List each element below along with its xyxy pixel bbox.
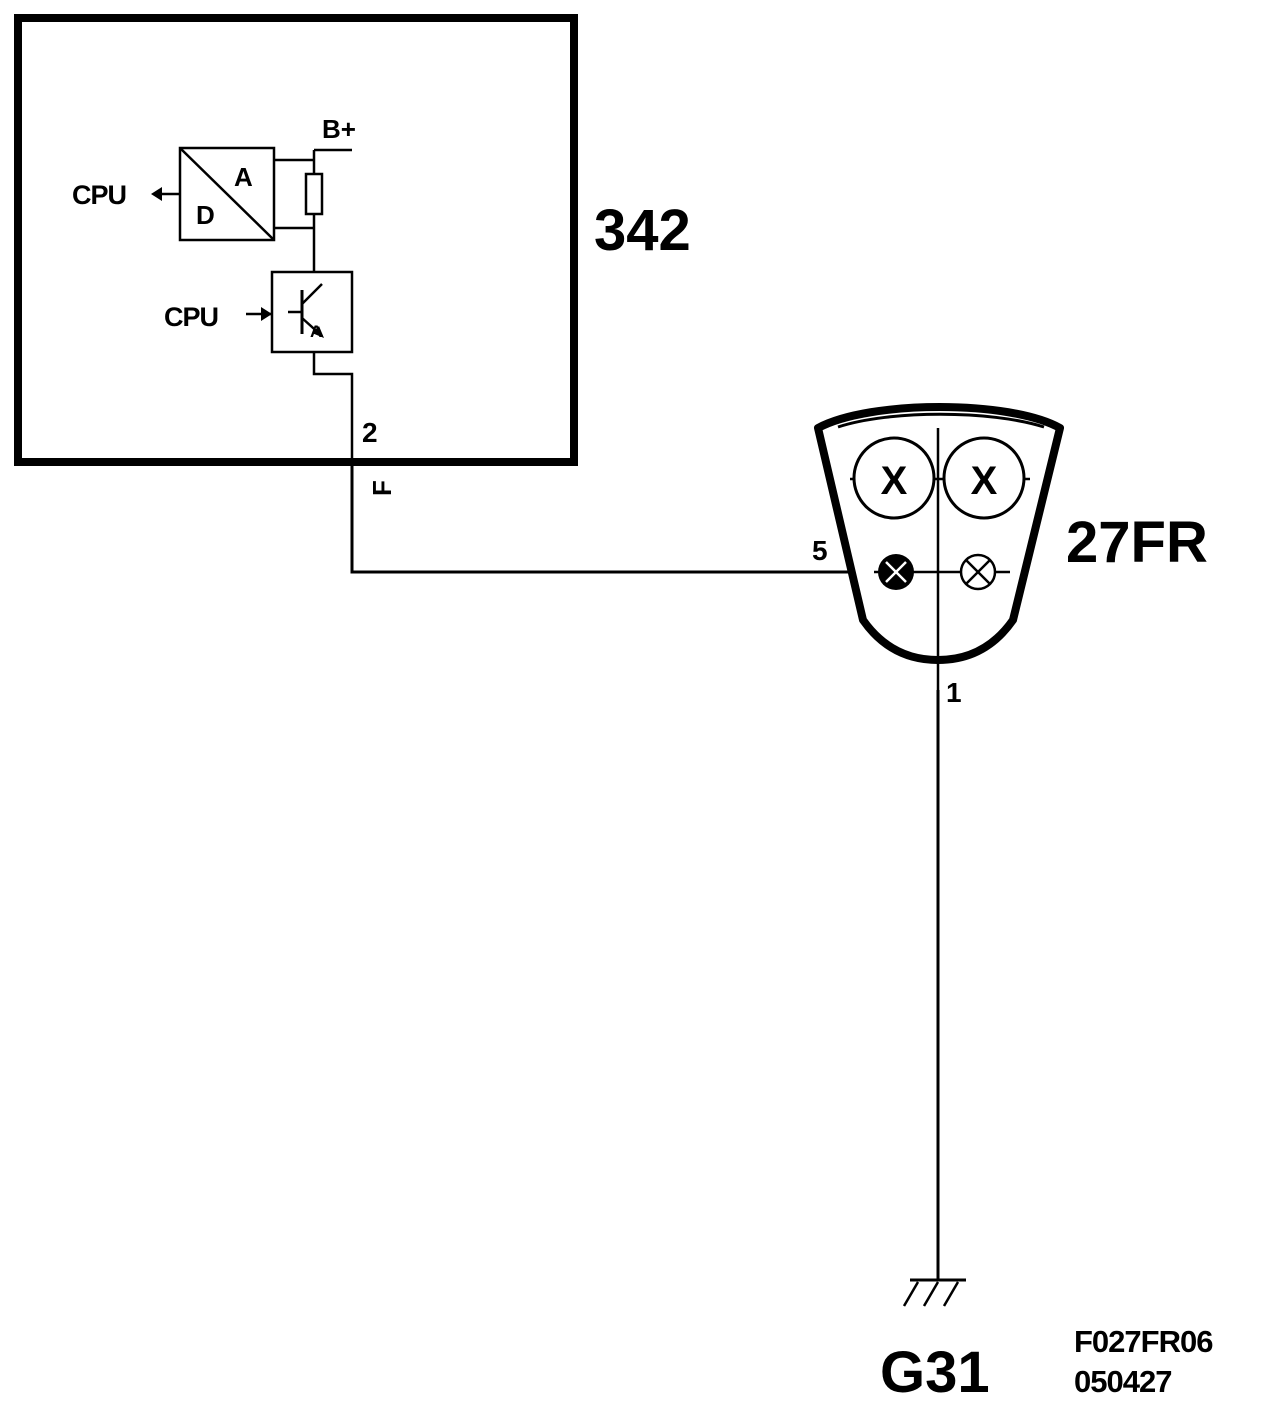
lamp-pin-in: 5 [812,535,828,566]
bulb-left-symbol: X [881,459,908,503]
cpu-out-label: CPU [72,180,126,210]
drawing-code: F027FR06 [1074,1324,1213,1359]
cpu-in-label: CPU [164,302,218,332]
ground-symbol-icon [902,1278,966,1307]
ecu-housing [14,14,578,466]
adc-label-d: D [196,200,215,230]
transistor-mark: A [310,322,322,341]
cpu-in-arrow-icon [261,307,272,321]
ecu-pin-number: 2 [362,417,378,448]
bulb-small-filled-icon [878,554,914,590]
pullup-resistor [304,172,324,216]
adc-converter: A D [178,146,276,242]
lamp-unit-id-label: 27FR [1066,510,1208,575]
ecu-342: B+ A D CPU A CPU [14,14,691,466]
adc-label-a: A [234,162,253,192]
supply-label: B+ [322,114,356,144]
drawing-date: 050427 [1074,1364,1171,1399]
lamp-unit-27fr: X X 5 1 27FR [812,403,1208,708]
ground-id-label: G31 [880,1340,990,1405]
signal-wire [350,462,874,574]
bulb-left-icon [852,436,936,520]
ecu-id-label: 342 [594,198,691,263]
bulb-small-outline-icon [959,553,997,591]
transistor-driver: A [270,270,354,354]
bulb-right-symbol: X [971,459,998,503]
ecu-pin-connector: F [367,480,397,496]
cpu-out-arrow-icon [151,187,162,201]
lamp-pin-out: 1 [946,677,962,708]
bulb-right-icon [942,436,1026,520]
